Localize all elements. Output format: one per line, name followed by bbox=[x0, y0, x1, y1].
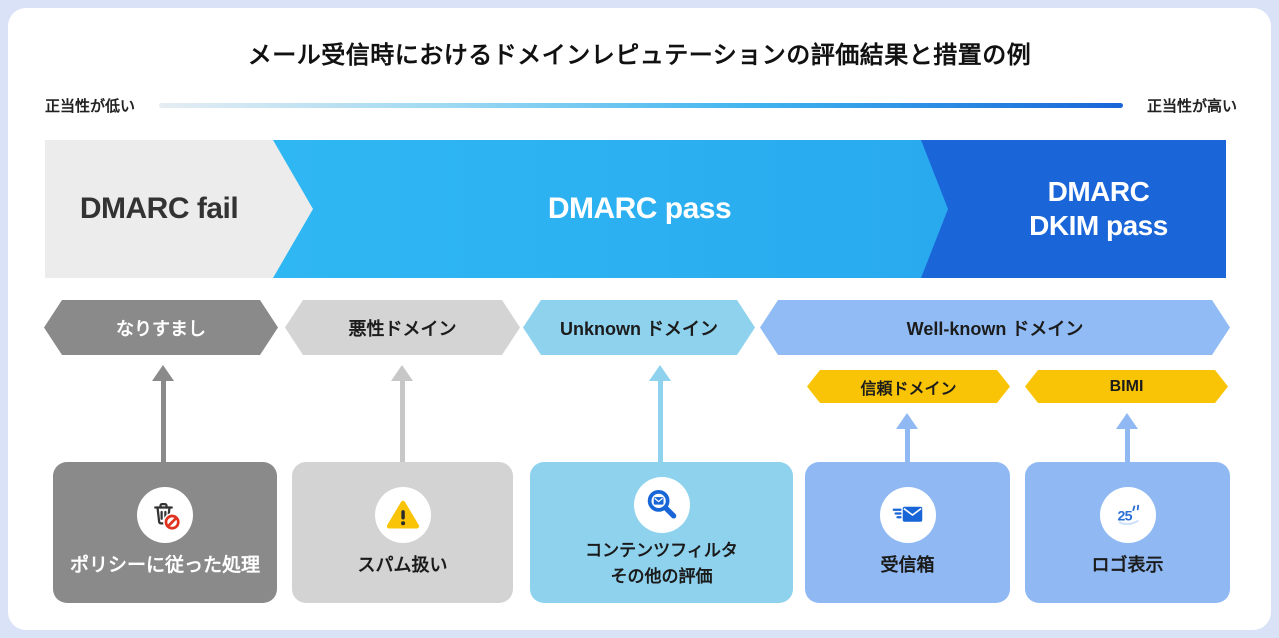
action-box-content-filter: コンテンツフィルタ その他の評価 bbox=[530, 462, 793, 603]
badge-bimi: BIMI bbox=[1025, 370, 1228, 403]
axis-label-low: 正当性が低い bbox=[45, 97, 136, 115]
action-box-logo: 25 ロゴ表示 bbox=[1025, 462, 1230, 603]
page-title: メール受信時におけるドメインレピュテーションの評価結果と措置の例 bbox=[247, 42, 1032, 69]
inbox-mail-icon bbox=[879, 487, 936, 544]
category-malicious-domain: 悪性ドメイン bbox=[285, 300, 520, 355]
action-box-inbox: 受信箱 bbox=[805, 462, 1010, 603]
legitimacy-gradient-line bbox=[159, 102, 1123, 108]
band-segment-dmarc-dkim-pass: DMARC DKIM pass bbox=[913, 140, 1226, 278]
svg-text:25: 25 bbox=[1117, 509, 1132, 525]
axis-label-high: 正当性が高い bbox=[1146, 97, 1237, 115]
arrow-up-inbox bbox=[896, 413, 918, 462]
badge-trusted-domain: 信頼ドメイン bbox=[807, 370, 1010, 403]
band-label-dmarc-pass: DMARC pass bbox=[547, 192, 732, 225]
band-segment-dmarc-fail: DMARC fail bbox=[45, 140, 313, 278]
arrow-head bbox=[391, 365, 413, 381]
action-label-logo: ロゴ表示 bbox=[1091, 555, 1164, 576]
action-label-content-filter-line2: その他の評価 bbox=[610, 566, 713, 586]
action-box-spam: スパム扱い bbox=[292, 462, 513, 603]
search-mail-icon bbox=[633, 476, 690, 533]
action-label-content-filter-line1: コンテンツフィルタ bbox=[585, 540, 738, 560]
diagram-card: メール受信時におけるドメインレピュテーションの評価結果と措置の例 正当性が低い … bbox=[8, 8, 1271, 630]
action-label-inbox: 受信箱 bbox=[880, 555, 935, 576]
arrow-up-spam bbox=[391, 365, 413, 462]
arrow-head bbox=[896, 413, 918, 429]
band-label-dmarc-fail: DMARC fail bbox=[79, 192, 239, 225]
band-label-dkim-line2: DKIM pass bbox=[1029, 210, 1168, 241]
category-wellknown-domain: Well-known ドメイン bbox=[760, 300, 1230, 355]
category-unknown-domain: Unknown ドメイン bbox=[523, 300, 755, 355]
warning-icon bbox=[374, 487, 431, 544]
band-label-dkim-line1: DMARC bbox=[1047, 176, 1150, 208]
arrow-up-content-filter bbox=[649, 365, 671, 462]
band-segment-dmarc-pass: DMARC pass bbox=[273, 140, 948, 278]
category-impersonation: なりすまし bbox=[44, 300, 278, 355]
arrow-up-policy bbox=[152, 365, 174, 462]
arrow-up-logo bbox=[1116, 413, 1138, 462]
arrow-head bbox=[1116, 413, 1138, 429]
legitimacy-axis: 正当性が低い 正当性が高い bbox=[45, 94, 1237, 116]
arrow-shaft bbox=[1124, 429, 1130, 462]
arrow-shaft bbox=[904, 429, 910, 462]
arrow-head bbox=[152, 365, 174, 381]
band-label-dmarc-dkim-pass: DMARC DKIM pass bbox=[1029, 175, 1168, 242]
arrow-shaft bbox=[657, 381, 663, 462]
action-box-policy: ポリシーに従った処理 bbox=[53, 462, 277, 603]
action-label-spam: スパム扱い bbox=[357, 555, 448, 576]
brand-logo-icon: 25 bbox=[1099, 487, 1156, 544]
trash-blocked-icon bbox=[137, 486, 193, 543]
arrow-shaft bbox=[399, 381, 405, 462]
arrow-shaft bbox=[160, 381, 166, 462]
arrow-head bbox=[649, 365, 671, 381]
action-label-policy: ポリシーに従った処理 bbox=[69, 554, 260, 576]
